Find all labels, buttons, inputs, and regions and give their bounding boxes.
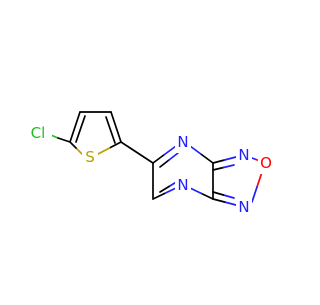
- bond-n2-c: [163, 187, 177, 195]
- label-bg-s: [82, 146, 98, 168]
- label-bg-n1: [175, 131, 191, 153]
- bond-c2-c3: [69, 111, 81, 143]
- bond-s-c2: [75, 147, 83, 155]
- bond-c7a-n3-inner: [222, 164, 235, 169]
- label-bg-n3: [236, 144, 252, 166]
- bond-c4-c5-inner: [105, 116, 116, 144]
- label-bg-o: [258, 152, 274, 174]
- bond-c7a-n3-inner: [212, 166, 225, 171]
- bond-c7a-n3: [212, 159, 226, 164]
- bond-n4-c3a-inner: [222, 194, 235, 199]
- bond-n2-c-inner: [159, 185, 170, 193]
- label-bg-n4: [236, 196, 252, 218]
- bond-c3a-n2: [189, 187, 203, 195]
- atom-label-oxadiazole-n-top: N: [238, 146, 249, 164]
- bond-c2-c3-inner: [75, 115, 86, 143]
- bond-n1-c7a: [200, 153, 214, 164]
- label-bg-cl: [24, 122, 52, 144]
- label-bg-n2: [175, 174, 191, 196]
- bond-o-n4: [256, 171, 263, 188]
- bond-c3a-n2: [200, 192, 214, 200]
- bond-o-n4: [251, 186, 258, 203]
- bond-c7a-n3: [223, 156, 237, 161]
- bond-n2-c: [152, 192, 166, 200]
- atom-label-sulfur: S: [85, 148, 95, 166]
- bond-c6-n1: [152, 153, 166, 164]
- atom-label-chlorine: Cl: [31, 124, 46, 142]
- bond-c6-n1: [163, 145, 177, 156]
- bond-n4-c3a-inner: [212, 191, 225, 196]
- bond-n4-c3a: [223, 201, 237, 206]
- atom-label-layer: Cl S N N N O N: [24, 122, 274, 218]
- atom-label-pyrazine-n-top: N: [177, 133, 188, 151]
- bond-c4-c5: [110, 111, 122, 143]
- molecule-structure: Cl S N N N O N: [24, 111, 274, 218]
- bond-cl-c: [57, 137, 71, 143]
- bond-c6-n1-inner: [159, 159, 170, 168]
- bond-layer: [45, 111, 263, 206]
- bond-s-c2: [69, 141, 77, 149]
- atom-label-oxygen: O: [260, 154, 272, 172]
- bond-c6-n1-inner: [168, 152, 179, 161]
- bond-c5-s: [97, 147, 111, 155]
- bond-linker: [120, 141, 154, 164]
- bond-n1-c7a: [189, 145, 203, 156]
- bond-c5-s: [108, 141, 122, 149]
- structure-svg: Cl S N N N O N: [24, 111, 274, 218]
- atom-label-pyrazine-n-bottom: N: [177, 176, 188, 194]
- bond-n4-c3a: [212, 198, 226, 203]
- atom-label-oxadiazole-n-bottom: N: [238, 198, 249, 216]
